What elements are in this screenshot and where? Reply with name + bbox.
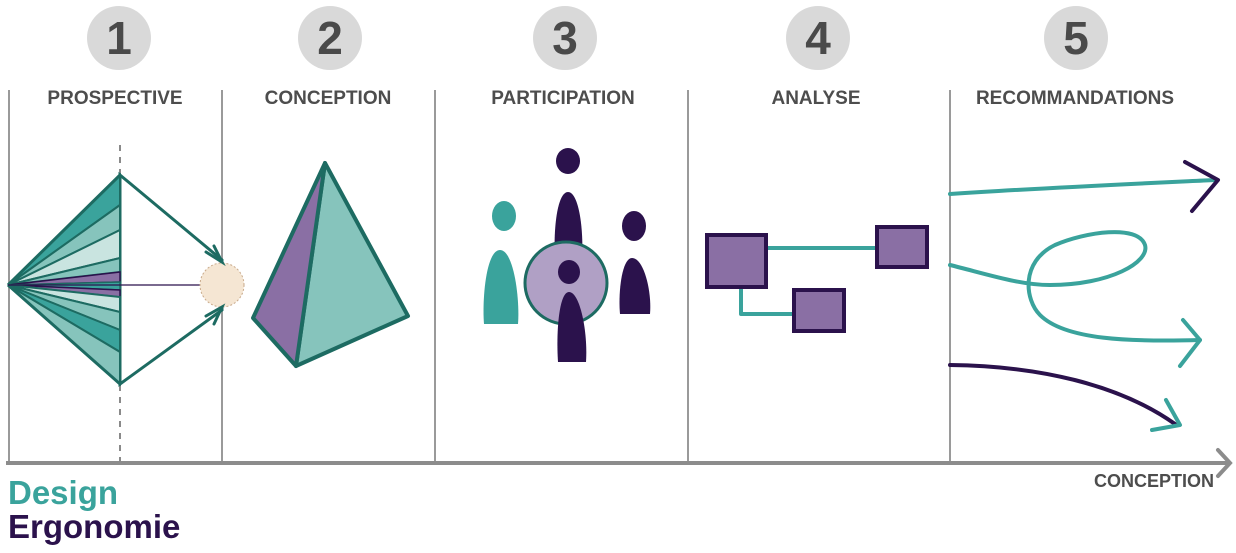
analyse-network-icon — [705, 225, 929, 333]
step-1-label: PROSPECTIVE — [47, 88, 183, 109]
step-3-number: 3 — [533, 6, 597, 70]
conception-pyramid-icon — [251, 161, 410, 368]
step-2-number: 2 — [298, 6, 362, 70]
step-2-label: CONCEPTION — [264, 88, 392, 109]
step-1-number: 1 — [87, 6, 151, 70]
column-divider — [687, 90, 689, 462]
step-4-number: 4 — [786, 6, 850, 70]
conception-axis — [6, 448, 1233, 478]
recommandations-arrows-icon — [948, 160, 1220, 432]
column-divider — [949, 90, 951, 462]
legend-design: Design — [8, 474, 119, 511]
step-5-number: 5 — [1044, 6, 1108, 70]
column-divider — [434, 90, 436, 462]
axis-label: CONCEPTION — [1093, 471, 1214, 491]
column-divider — [8, 90, 10, 462]
step-4-label: ANALYSE — [771, 88, 861, 109]
prospective-cone-icon — [6, 145, 245, 462]
participation-people-icon — [483, 148, 651, 362]
legend-ergonomie: Ergonomie — [8, 508, 181, 545]
step-3-label: PARTICIPATION — [491, 88, 635, 109]
step-5-label: RECOMMANDATIONS — [975, 88, 1175, 109]
